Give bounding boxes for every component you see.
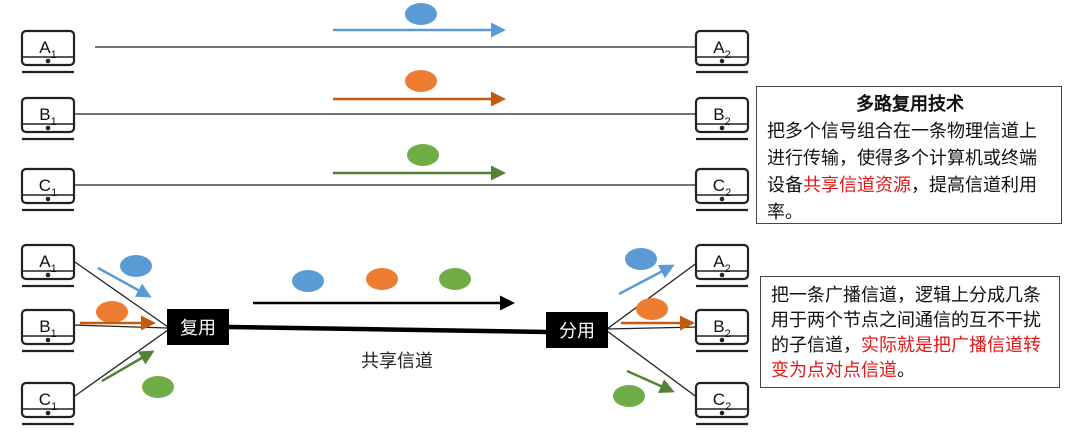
output-arrow-blue — [618, 264, 675, 296]
fanin-line-b — [71, 324, 169, 329]
mux-label: 复用 — [180, 318, 216, 339]
svg-text:C1: C1 — [39, 176, 57, 199]
terminal-c1-bottom: C1 — [20, 381, 76, 426]
terminal-a1-bottom: A1 — [20, 243, 76, 288]
svg-text:C2: C2 — [713, 390, 731, 413]
terminal-c2-bottom: C2 — [694, 381, 750, 426]
svg-text:B1: B1 — [39, 105, 56, 128]
input-arrow-green — [101, 350, 155, 383]
multiplexing-definition-box: 多路复用技术 把多个信号组合在一条物理信道上进行传输，使得多个计算机或终端设备共… — [756, 86, 1062, 224]
svg-text:B2: B2 — [713, 105, 730, 128]
signal-blue — [405, 3, 437, 25]
mux-box: 复用 — [167, 309, 229, 345]
terminal-c1: C1 — [20, 167, 76, 212]
terminal-a2: A2 — [694, 29, 750, 74]
channel-explanation-box: 把一条广播信道，逻辑上分成几条用于两个节点之间通信的互不干扰的子信道，实际就是把… — [760, 276, 1060, 388]
fanout-line-c — [606, 330, 699, 399]
svg-text:C2: C2 — [713, 176, 731, 199]
fanout-line-a — [606, 261, 699, 330]
input-arrow-blue — [97, 266, 152, 298]
output-signal-orange — [636, 298, 668, 320]
terminal-b2-bottom: B2 — [694, 308, 750, 353]
terminal-a1: A1 — [20, 29, 76, 74]
channel-signal-orange — [366, 268, 398, 290]
channel-signal-blue — [292, 270, 324, 292]
demux-box: 分用 — [546, 312, 608, 348]
channel-signal-green — [439, 268, 471, 290]
terminal-a2-bottom: A2 — [694, 243, 750, 288]
input-signal-green — [142, 376, 174, 398]
signal-green — [407, 144, 439, 166]
terminal-c2: C2 — [694, 167, 750, 212]
explanation-highlight: 实际就是把广播信道转变为点对点信道 — [771, 335, 1041, 381]
demux-label: 分用 — [559, 321, 595, 342]
terminal-b1-bottom: B1 — [20, 308, 76, 353]
svg-text:A1: A1 — [39, 38, 56, 61]
svg-text:A2: A2 — [713, 38, 730, 61]
output-arrow-green — [626, 369, 675, 393]
terminal-b2: B2 — [694, 96, 750, 141]
definition-highlight: 共享信道资源 — [803, 175, 911, 196]
shared-channel-line — [227, 324, 548, 335]
svg-text:C1: C1 — [39, 390, 57, 413]
fanout-line-b — [606, 326, 699, 330]
svg-text:A1: A1 — [39, 252, 56, 275]
input-signal-orange — [96, 301, 128, 323]
signal-orange — [405, 70, 437, 92]
input-signal-blue — [120, 255, 152, 277]
definition-body: 把多个信号组合在一条物理信道上进行传输，使得多个计算机或终端设备共享信道资源，提… — [767, 121, 1037, 223]
terminal-b1: B1 — [20, 96, 76, 141]
svg-text:B1: B1 — [39, 317, 56, 340]
fanin-line-c — [71, 329, 169, 399]
output-signal-blue — [625, 248, 657, 270]
svg-text:A2: A2 — [713, 252, 730, 275]
shared-channel-label: 共享信道 — [361, 351, 433, 372]
svg-text:B2: B2 — [713, 317, 730, 340]
output-signal-green — [613, 385, 645, 407]
definition-title: 多路复用技术 — [856, 94, 964, 115]
